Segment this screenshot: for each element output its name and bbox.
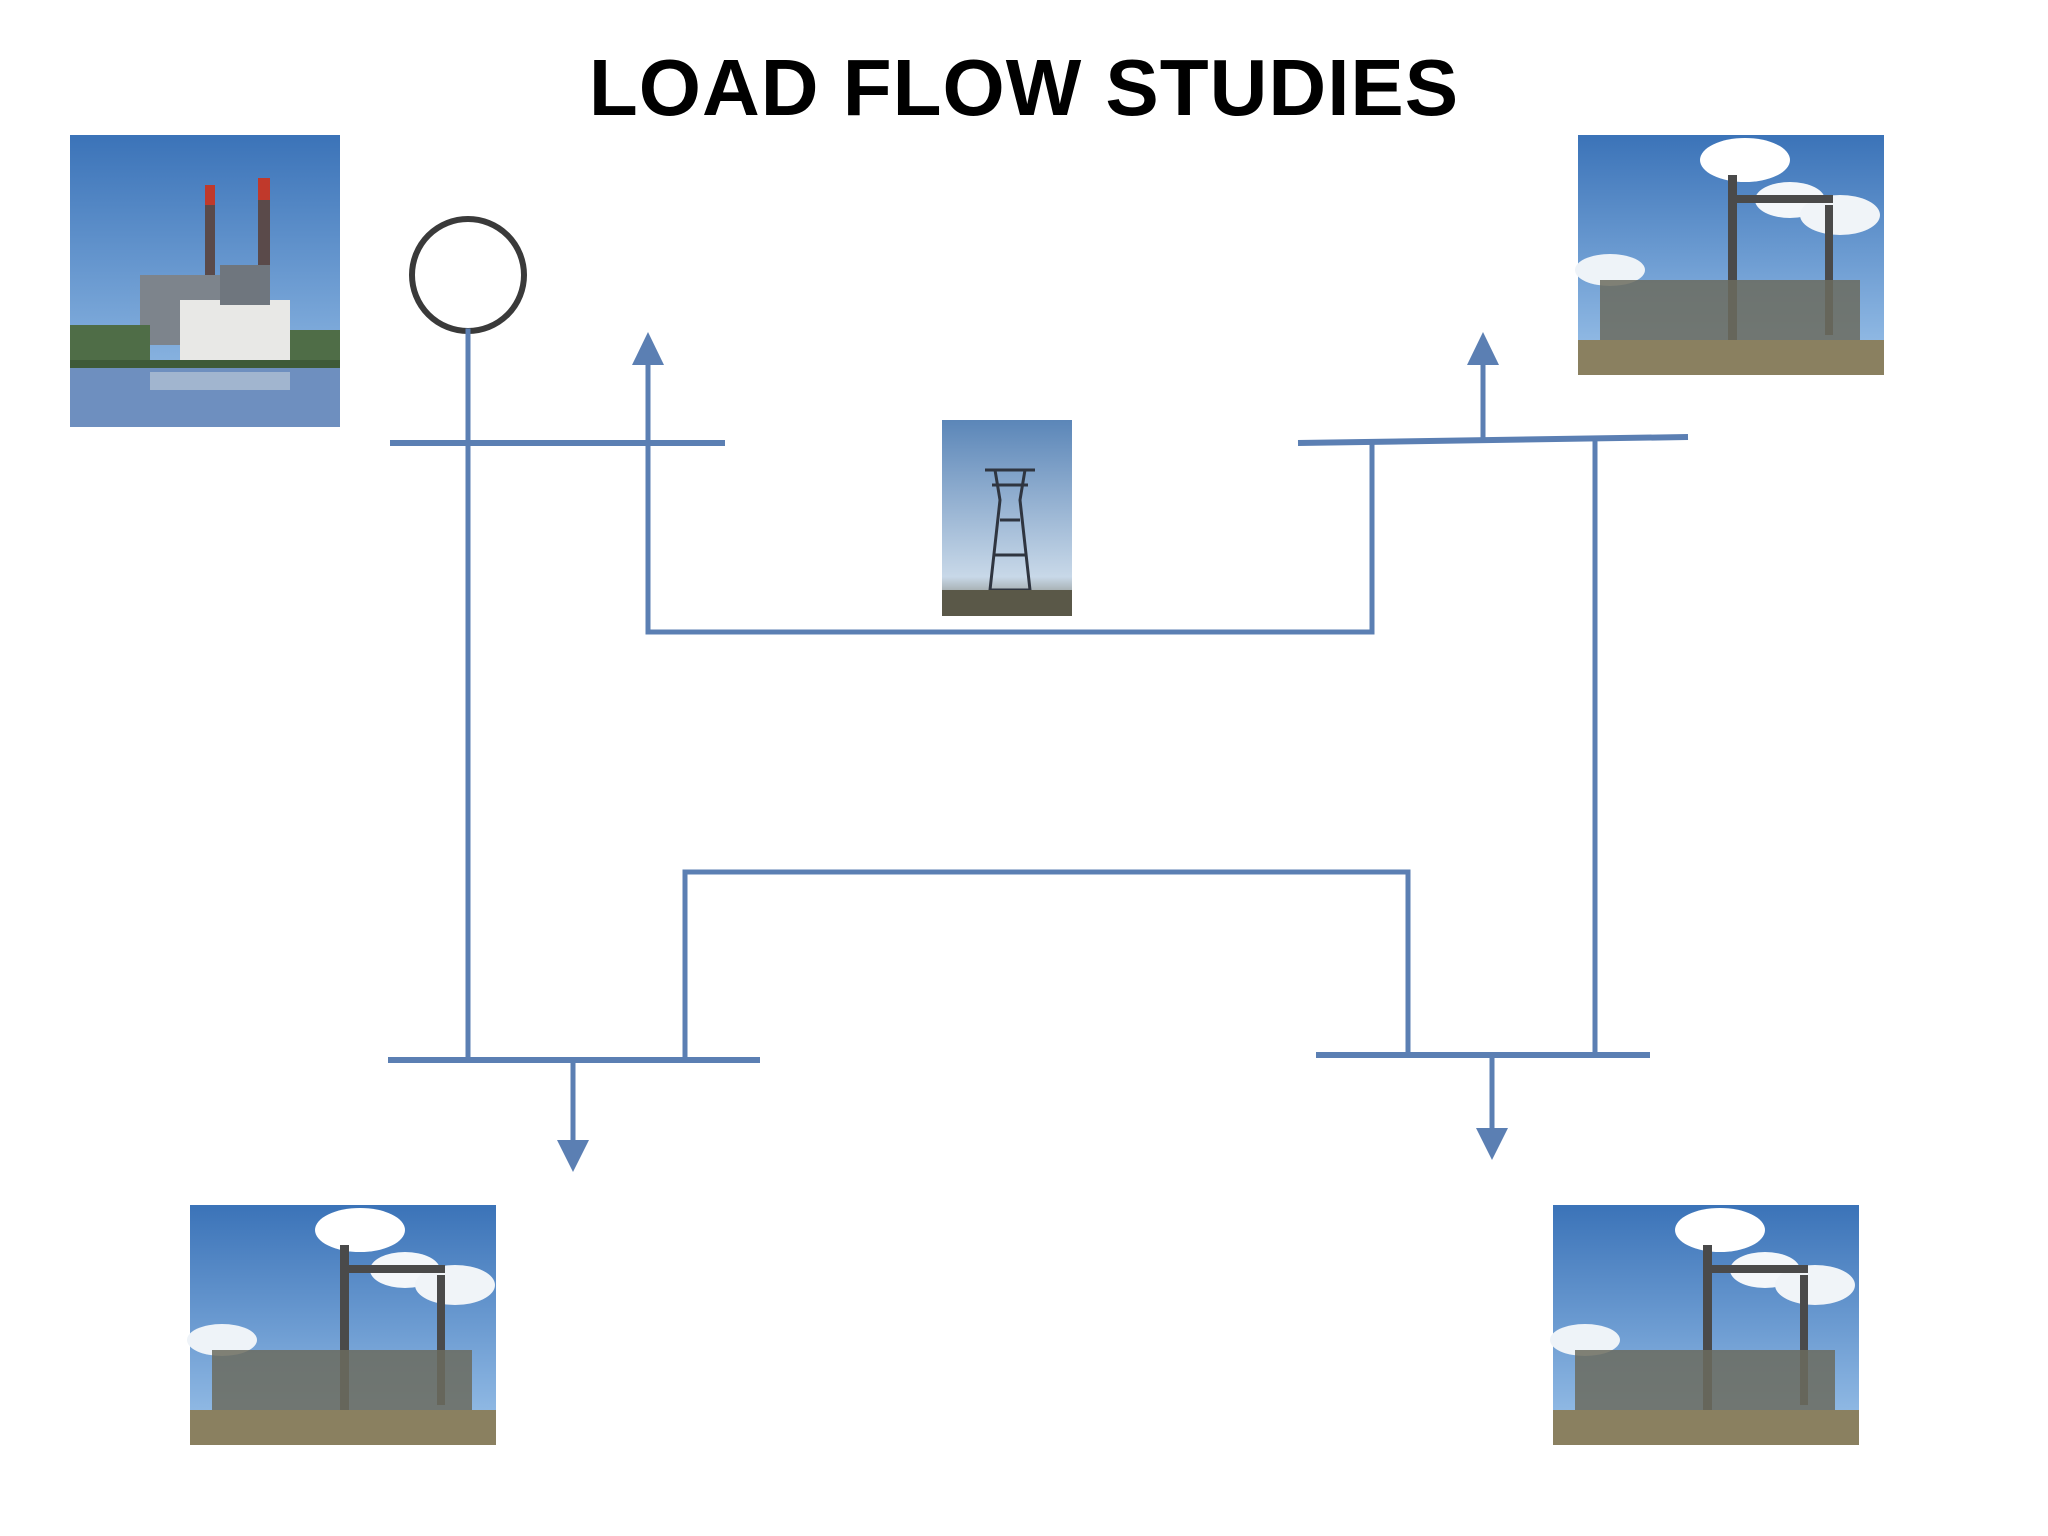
load-arrow-icon [557, 1057, 589, 1172]
page-title: LOAD FLOW STUDIES [588, 43, 1460, 132]
substation-photo [187, 1205, 496, 1445]
transmission-tower-photo [942, 420, 1072, 616]
substation-photo [1550, 1205, 1859, 1445]
load-arrow-icon [1476, 1052, 1508, 1160]
load-arrow-icon [1467, 332, 1499, 443]
bus-top-right [1297, 434, 1689, 446]
load-arrow-icon [632, 332, 664, 365]
substation-photo [1575, 135, 1884, 375]
line-bottom-left-to-bottom-right [682, 869, 1411, 1063]
line-top-left-to-top-right [645, 357, 1375, 635]
power-plant-photo [70, 135, 340, 427]
generator-circle-icon [409, 216, 527, 334]
